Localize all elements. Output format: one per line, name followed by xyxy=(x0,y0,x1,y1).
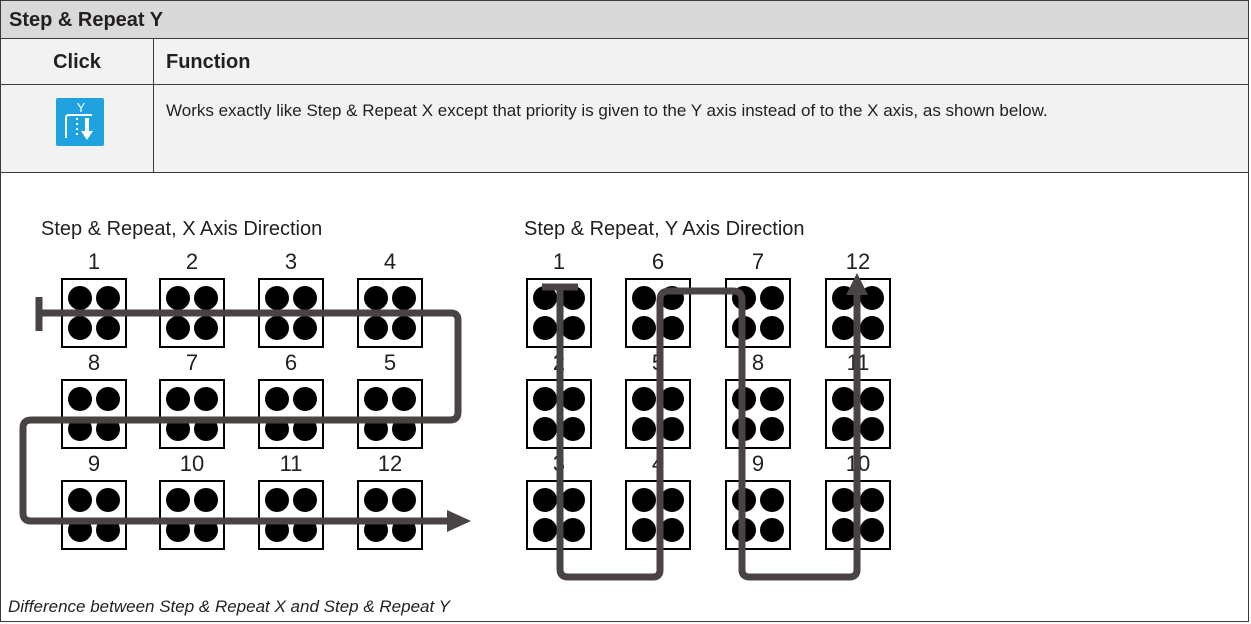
x-axis-pad-cell xyxy=(357,379,423,449)
y-axis-step-label: 1 xyxy=(553,249,565,274)
y-axis-pad-cell xyxy=(725,379,791,449)
table-row: Y Works exactly like Step & Repeat X exc… xyxy=(1,85,1248,173)
table-title-row: Step & Repeat Y xyxy=(1,1,1248,39)
y-axis-step-label: 12 xyxy=(846,249,870,274)
x-axis-step-label: 6 xyxy=(285,350,297,375)
x-axis-step-label: 12 xyxy=(378,451,402,476)
function-column-header: Function xyxy=(166,51,251,73)
icon-y-label: Y xyxy=(77,100,86,115)
y-axis-pad-cell xyxy=(526,278,592,348)
x-axis-step-label: 1 xyxy=(88,249,100,274)
y-direction-path xyxy=(542,273,868,581)
x-direction-path xyxy=(19,297,471,532)
table-header-row: Click Function xyxy=(1,39,1248,85)
step-repeat-y-icon[interactable]: Y xyxy=(56,98,104,146)
y-axis-step-label: 6 xyxy=(652,249,664,274)
x-axis-pad-cell xyxy=(159,379,225,449)
y-axis-pad-cell xyxy=(725,480,791,550)
figure-caption: Difference between Step & Repeat X and S… xyxy=(8,597,450,616)
x-axis-pad-cell xyxy=(357,480,423,550)
x-axis-pad-cell xyxy=(159,480,225,550)
y-axis-step-label: 8 xyxy=(752,350,764,375)
x-axis-step-label: 11 xyxy=(280,451,303,476)
x-axis-step-label: 5 xyxy=(384,350,396,375)
y-axis-step-label: 7 xyxy=(752,249,764,274)
x-axis-step-label: 3 xyxy=(285,249,297,274)
y-axis-diagram-title: Step & Repeat, Y Axis Direction xyxy=(524,218,805,240)
x-axis-step-label: 9 xyxy=(88,451,100,476)
x-axis-pad-cell xyxy=(258,379,324,449)
column-divider xyxy=(153,85,154,172)
step-repeat-y-glyph: Y xyxy=(65,100,93,140)
function-description: Works exactly like Step & Repeat X excep… xyxy=(166,101,1048,120)
x-axis-pad-cell xyxy=(258,480,324,550)
table-title: Step & Repeat Y xyxy=(9,9,164,31)
x-axis-step-label: 8 xyxy=(88,350,100,375)
column-divider xyxy=(153,39,154,85)
x-axis-step-label: 2 xyxy=(186,249,198,274)
x-axis-diagram-title: Step & Repeat, X Axis Direction xyxy=(41,218,322,240)
step-repeat-diagram: Step & Repeat, X Axis Direction Step & R… xyxy=(19,218,891,581)
click-column-header: Click xyxy=(53,51,101,73)
x-axis-step-label: 4 xyxy=(384,249,396,274)
x-axis-pad-cell xyxy=(61,480,127,550)
y-axis-pad-cell xyxy=(725,278,791,348)
x-axis-step-label: 7 xyxy=(186,350,198,375)
y-axis-step-label: 9 xyxy=(752,451,764,476)
x-axis-step-label: 10 xyxy=(180,451,204,476)
x-axis-pad-cell xyxy=(61,379,127,449)
step-repeat-figure: Step & Repeat, X Axis Direction Step & R… xyxy=(1,173,1250,623)
